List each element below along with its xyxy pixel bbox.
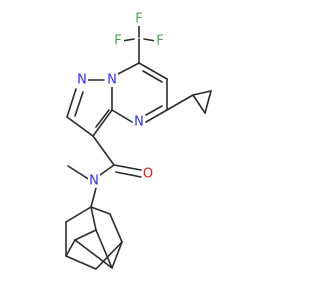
bond-n-adamantyl [90, 187, 97, 208]
bond-cyclopropyl-a [192, 90, 212, 96]
bond-c5-n4-inner [145, 105, 163, 116]
bond-cyclopropyl-b [204, 90, 212, 114]
atom-o-carbonyl: O [143, 167, 153, 182]
bond-n1-c2 [66, 88, 77, 118]
atom-f3: F [156, 34, 163, 49]
bond-ad-10 [65, 239, 76, 257]
bond-c3-c3a-inner [95, 109, 110, 128]
bond-c7-c6-inner [142, 70, 163, 83]
atom-f1: F [135, 12, 142, 27]
molecule-structure: F F F N N N O N [65, 12, 212, 270]
bond-ad-5 [109, 213, 123, 243]
atom-f2: F [114, 34, 121, 49]
bond-c5-cyclopropyl [166, 94, 194, 111]
bond-ad-3 [90, 206, 97, 231]
atom-labels: F F F N N N O N [76, 12, 166, 189]
atom-n1: N [107, 73, 117, 88]
bond-carbonyl-o-double [115, 171, 142, 178]
bond-ad-12 [111, 241, 123, 269]
atom-n-pyrimidine: N [134, 115, 144, 130]
bond-c7-c6 [138, 62, 168, 80]
atom-n-amide: N [89, 174, 99, 189]
bond-c2-c3 [66, 116, 94, 137]
bond-ad-11 [74, 239, 113, 269]
bond-ad-7 [95, 229, 113, 269]
bond-carbonyl-o [113, 164, 142, 171]
bond-c5-n4 [145, 109, 168, 123]
bond-cyclopropyl-c [192, 94, 206, 114]
bond-c3-carbonyl [92, 135, 115, 166]
atom-n2: N [77, 73, 87, 88]
bond-ad-8 [65, 255, 97, 270]
bond-carbonyl-n [99, 164, 115, 176]
bond-ad-2 [90, 206, 111, 215]
bond-ad-9 [95, 241, 123, 270]
bond-n4-c3a [111, 109, 133, 123]
bonds [65, 24, 212, 270]
bond-n1-c2-inner [74, 91, 84, 117]
bond-c3-c3a [92, 109, 113, 137]
bond-n7a-c7 [117, 62, 140, 75]
bond-ad-1 [65, 206, 92, 223]
bond-ad-6 [74, 229, 97, 241]
bond-n-methyl [67, 165, 91, 181]
